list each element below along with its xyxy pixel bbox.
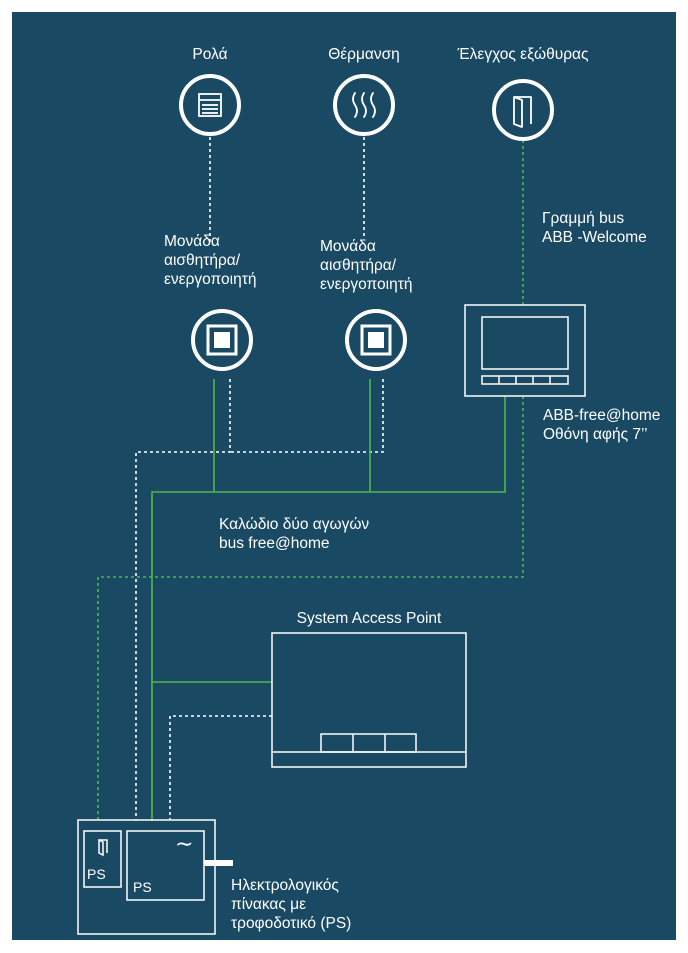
blind-label: Ρολά (192, 46, 228, 63)
bus-cable-label-line: bus free@home (219, 535, 330, 552)
heating-icon (352, 92, 376, 118)
system-access-point-device (271, 632, 467, 768)
electrical-panel-label-line: Ηλεκτρολογικός (231, 877, 339, 894)
actuator-switch-icon (206, 324, 238, 356)
actuator-2 (345, 309, 407, 371)
door-device (492, 79, 554, 141)
actuator-2-label-line: ενεργοποιητή (320, 276, 413, 293)
actuator-1-label: Μονάδα αισθητήρα/ ενεργοποιητή (164, 232, 256, 289)
bus-cable-label-line: Καλώδιο δύο αγωγών (219, 516, 370, 533)
connection-diagram (77, 74, 586, 935)
touch-panel-device (464, 304, 586, 397)
door-control-label: Έλεγχος εξώθυρας (457, 46, 589, 63)
door-icon (513, 96, 532, 128)
actuator-2-label-line: αισθητήρα/ (320, 257, 397, 274)
actuator-switch-icon (360, 324, 392, 356)
touch-panel-label: ABB-free@home Οθόνη αφής 7’’ (543, 406, 660, 444)
heating-device (333, 74, 395, 136)
touch-panel-label-line: ABB-free@home (543, 407, 661, 424)
welcome-bus-label: Γραμμή bus ABB -Welcome (542, 209, 647, 247)
actuator-1-label-line: αισθητήρα/ (164, 252, 241, 269)
free-at-home-bus-main (151, 396, 506, 820)
actuator2-control-line (230, 379, 384, 453)
blind-icon (198, 93, 222, 117)
actuator-1 (191, 309, 253, 371)
welcome-bus-return-line (97, 396, 524, 820)
blind-device (179, 74, 241, 136)
actuator-1-label-line: Μονάδα (164, 233, 220, 250)
actuator1-control-line (135, 379, 231, 820)
welcome-bus-label-line: Γραμμή bus (542, 210, 625, 227)
diagram-canvas: Ρολά Θέρμανση Έλεγχος εξώθυρας Μονάδα αι… (12, 12, 676, 940)
door-icon-small (98, 838, 108, 857)
actuator-2-label: Μονάδα αισθητήρα/ ενεργοποιητή (320, 237, 412, 294)
system-access-point-label: System Access Point (296, 610, 442, 627)
sap-control-line (169, 715, 272, 820)
electrical-panel-label: Ηλεκτρολογικός πίνακας με τροφοδοτικό (P… (231, 876, 351, 933)
electrical-panel-label-line: πίνακας με (231, 896, 306, 913)
sine-symbol: ∼ (175, 831, 194, 856)
panel-connector (204, 860, 233, 866)
heating-label: Θέρμανση (328, 46, 400, 63)
bus-cable-label: Καλώδιο δύο αγωγών bus free@home (219, 515, 369, 553)
welcome-bus-label-line: ABB -Welcome (542, 229, 647, 246)
actuator-1-label-line: ενεργοποιητή (164, 271, 257, 288)
electrical-panel-label-line: τροφοδοτικό (PS) (231, 915, 352, 932)
ps-small-label: PS (87, 866, 106, 882)
actuator-2-label-line: Μονάδα (320, 238, 376, 255)
touch-panel-label-line: Οθόνη αφής 7’’ (543, 426, 648, 443)
ps-main-label: PS (133, 879, 152, 895)
